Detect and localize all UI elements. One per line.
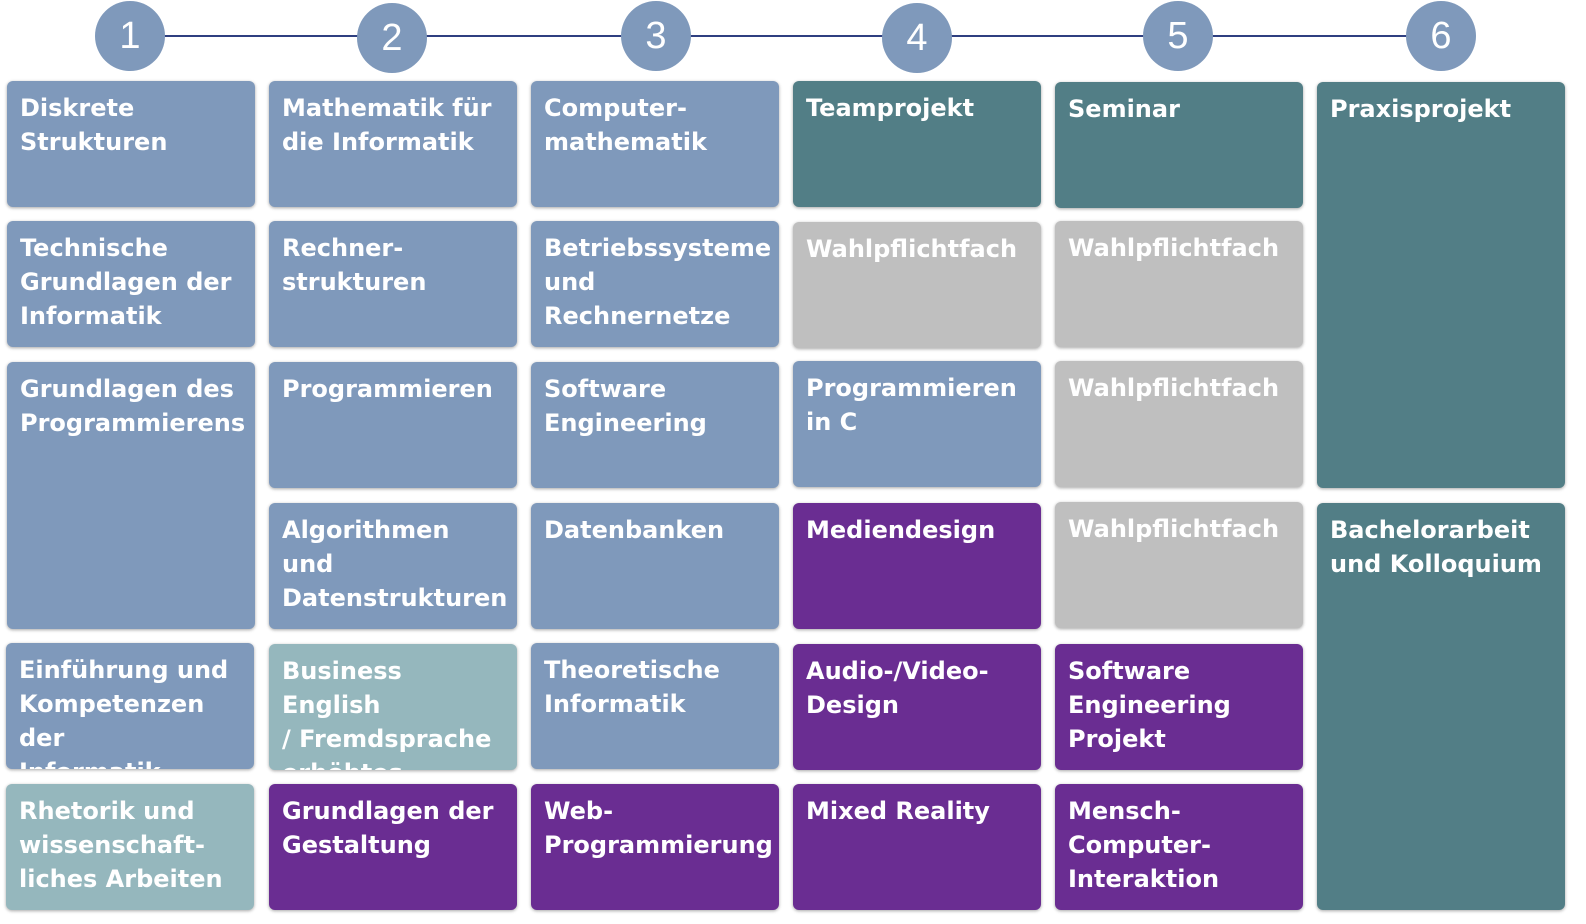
module-label: Mixed Reality — [806, 797, 990, 825]
module-wahlpflichtfach-3: Wahlpflichtfach — [1055, 502, 1303, 628]
module-label: Wahlpflichtfach — [1068, 374, 1280, 402]
module-betriebssysteme: Betriebssysteme und Rechnernetze — [531, 221, 779, 347]
module-label: Rhetorik und wissenschaft- liches Arbeit… — [19, 797, 223, 893]
module-grundlagen-gestaltung: Grundlagen der Gestaltung — [269, 784, 517, 910]
module-label: Einführung und Kompetenzen der Informati… — [19, 656, 229, 769]
module-computermathematik: Computer- mathematik — [531, 81, 779, 207]
timeline-connector-line — [130, 35, 1442, 37]
module-label: Software Engineering — [544, 375, 707, 437]
module-label: Mediendesign — [806, 516, 996, 544]
module-label: Algorithmen und Datenstrukturen — [282, 516, 508, 612]
module-label: Praxisprojekt — [1330, 95, 1512, 123]
module-algorithmen: Algorithmen und Datenstrukturen — [269, 503, 517, 629]
module-label: Wahlpflichtfach — [806, 235, 1018, 263]
module-programmieren: Programmieren — [269, 362, 517, 488]
module-label: Programmieren in C — [806, 374, 1017, 436]
module-label: Theoretische Informatik — [544, 656, 720, 718]
semester-circle-4: 4 — [882, 3, 952, 73]
module-label: Teamprojekt — [806, 94, 975, 122]
module-programmieren-in-c: Programmieren in C — [793, 361, 1041, 487]
module-technische-grundlagen: Technische Grundlagen der Informatik — [7, 221, 255, 347]
module-rechnerstrukturen: Rechner- strukturen — [269, 221, 517, 347]
module-teamprojekt: Teamprojekt — [793, 81, 1041, 207]
module-mediendesign: Mediendesign — [793, 503, 1041, 629]
module-seminar: Seminar — [1055, 82, 1303, 208]
module-web-programmierung: Web- Programmierung — [531, 784, 779, 910]
module-diskrete-strukturen: Diskrete Strukturen — [7, 81, 255, 207]
module-software-engineering-projekt: Software Engineering Projekt — [1055, 644, 1303, 770]
module-label: Grundlagen der Gestaltung — [282, 797, 494, 859]
module-rhetorik: Rhetorik und wissenschaft- liches Arbeit… — [6, 784, 254, 910]
module-bachelorarbeit: Bachelorarbeit und Kolloquium — [1317, 503, 1565, 910]
module-label: Audio-/Video- Design — [806, 657, 989, 719]
module-label: Business English / Fremdsprache erhöhtes… — [282, 657, 492, 770]
module-label: Betriebssysteme und Rechnernetze — [544, 234, 772, 330]
module-label: Wahlpflichtfach — [1068, 515, 1280, 543]
module-label: Mensch- Computer- Interaktion — [1068, 797, 1220, 893]
module-label: Datenbanken — [544, 516, 725, 544]
module-label: Programmieren — [282, 375, 493, 403]
module-mensch-computer-interaktion: Mensch- Computer- Interaktion — [1055, 784, 1303, 910]
module-label: Rechner- strukturen — [282, 234, 427, 296]
module-label: Technische Grundlagen der Informatik — [20, 234, 232, 330]
module-wahlpflichtfach-1: Wahlpflichtfach — [1055, 221, 1303, 347]
semester-circle-5: 5 — [1143, 1, 1213, 71]
module-mathematik: Mathematik für die Informatik — [269, 81, 517, 207]
module-datenbanken: Datenbanken — [531, 503, 779, 629]
semester-circle-3: 3 — [621, 1, 691, 71]
module-praxisprojekt: Praxisprojekt — [1317, 82, 1565, 488]
module-label: Mathematik für die Informatik — [282, 94, 492, 156]
module-theoretische-informatik: Theoretische Informatik — [531, 643, 779, 769]
module-audio-video-design: Audio-/Video- Design — [793, 644, 1041, 770]
module-label: Software Engineering Projekt — [1068, 657, 1231, 753]
semester-circle-1: 1 — [95, 1, 165, 71]
semester-circle-6: 6 — [1406, 1, 1476, 71]
module-label: Grundlagen des Programmierens — [20, 375, 246, 437]
semester-circle-2: 2 — [357, 3, 427, 73]
module-label: Computer- mathematik — [544, 94, 707, 156]
module-label: Wahlpflichtfach — [1068, 234, 1280, 262]
module-einfuehrung-kompetenzen: Einführung und Kompetenzen der Informati… — [6, 643, 254, 769]
module-label: Bachelorarbeit und Kolloquium — [1330, 516, 1542, 578]
module-mixed-reality: Mixed Reality — [793, 784, 1041, 910]
module-label: Web- Programmierung — [544, 797, 773, 859]
module-wahlpflichtfach-2: Wahlpflichtfach — [1055, 361, 1303, 487]
module-label: Seminar — [1068, 95, 1180, 123]
module-wahlpflichtfach: Wahlpflichtfach — [793, 222, 1041, 348]
module-grundlagen-programmieren: Grundlagen des Programmierens — [7, 362, 255, 629]
module-business-english: Business English / Fremdsprache erhöhtes… — [269, 644, 517, 770]
module-label: Diskrete Strukturen — [20, 94, 168, 156]
module-software-engineering: Software Engineering — [531, 362, 779, 488]
